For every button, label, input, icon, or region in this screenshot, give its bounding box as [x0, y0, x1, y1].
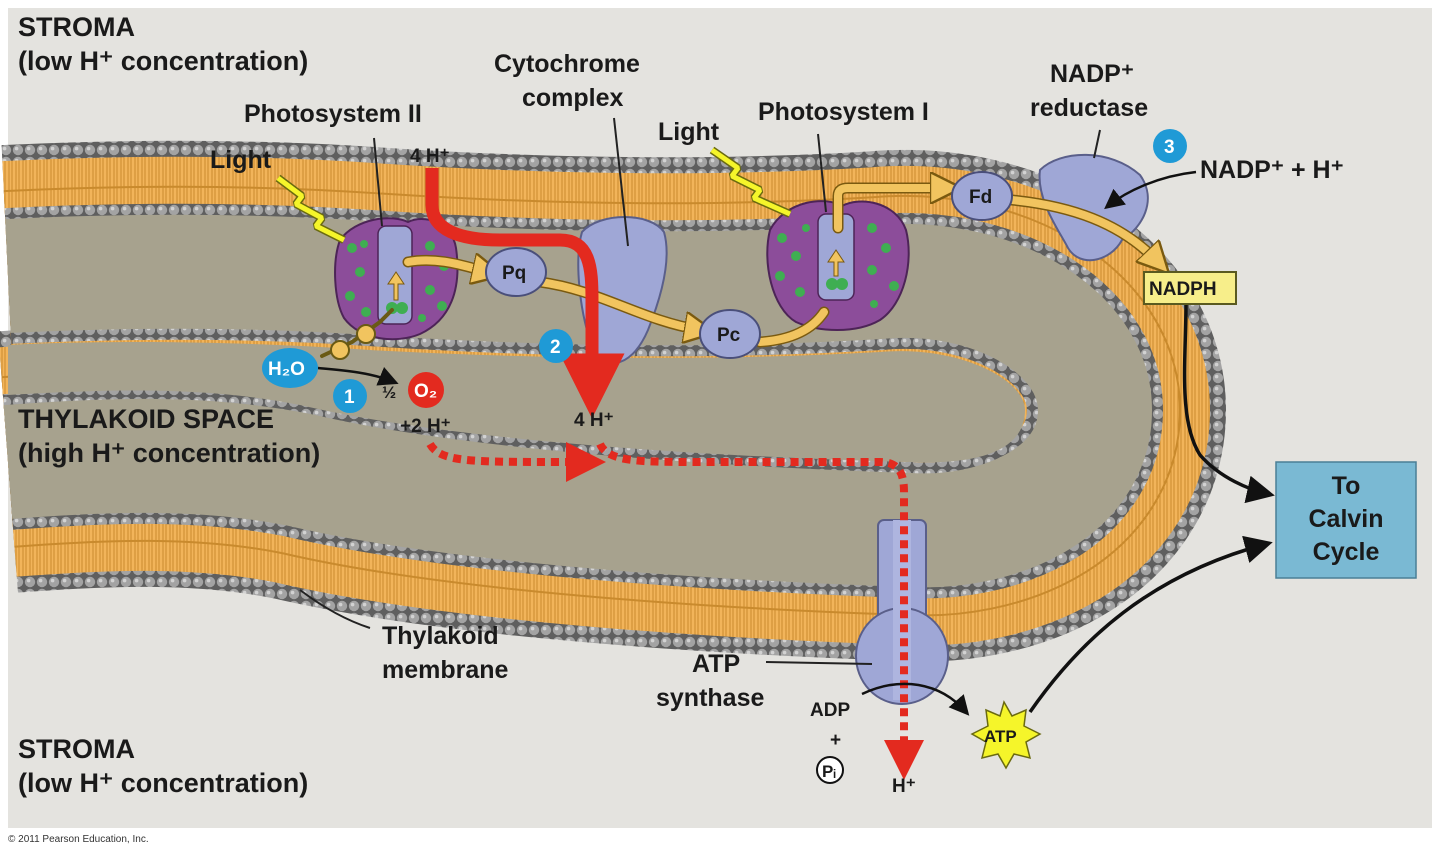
stroma-top-title: STROMA — [18, 12, 135, 42]
step-1-label: 1 — [344, 387, 355, 408]
four-h-mid-label: 4 H⁺ — [574, 410, 614, 431]
nadp-reductase-label-line1: NADP⁺ — [1050, 60, 1134, 88]
proton-pump-arrow — [425, 168, 625, 419]
atp-label: ATP — [984, 727, 1017, 746]
plastocyanin-carrier — [699, 309, 761, 359]
proton-flow-dotted-2 — [596, 441, 924, 780]
plus-label: + — [830, 730, 841, 751]
nadp-plus-h-label: NADP⁺ + H⁺ — [1200, 156, 1344, 184]
ferredoxin-carrier — [951, 171, 1013, 221]
photosystem-ii-label: Photosystem II — [244, 100, 422, 128]
thylakoid-membrane-label-line1: Thylakoid — [382, 622, 499, 650]
step-2-label: 2 — [550, 337, 561, 358]
cytochrome-label-line2: complex — [522, 84, 624, 112]
proton-flow-dotted-1 — [426, 441, 606, 482]
stroma-bottom-title: STROMA — [18, 734, 135, 764]
atp-synthase-label-line2: synthase — [656, 684, 764, 712]
cytochrome-label-line1: Cytochrome — [494, 50, 640, 78]
atp-starburst — [970, 700, 1042, 770]
stroma-top-subtitle: (low H⁺ concentration) — [18, 46, 308, 76]
pi-label: Pᵢ — [822, 762, 836, 781]
copyright-notice: © 2011 Pearson Education, Inc. — [8, 834, 149, 845]
half-label: ½ — [382, 383, 396, 402]
adp-label: ADP — [810, 700, 850, 721]
calvin-label-line3: Cycle — [1313, 538, 1380, 566]
h2o-label: H₂O — [268, 359, 305, 380]
oxygen-molecule — [408, 372, 444, 408]
atp-synthase-label-line1: ATP — [692, 650, 740, 678]
pc-label: Pc — [717, 325, 741, 346]
atp-to-calvin-arrow — [1028, 535, 1273, 713]
calvin-cycle-box — [1275, 461, 1417, 579]
photosystem-i — [766, 200, 910, 331]
phosphate-circle — [816, 756, 844, 784]
step-3-marker — [1153, 129, 1187, 163]
adp-to-atp-arrow — [861, 682, 970, 716]
four-h-top-label: 4 H⁺ — [410, 146, 450, 167]
electron-flow — [320, 188, 1158, 360]
nadph-to-calvin-arrow — [1182, 301, 1275, 504]
step-1-marker — [333, 379, 367, 413]
light-label-2: Light — [658, 118, 720, 146]
h-plus-out-label: H⁺ — [892, 776, 916, 797]
thylakoid-space-subtitle: (high H⁺ concentration) — [18, 438, 320, 468]
step-2-marker — [539, 329, 573, 363]
photosystem-i-label: Photosystem I — [758, 98, 929, 126]
calvin-label-line1: To — [1332, 472, 1361, 500]
water-molecule — [262, 348, 318, 388]
calvin-label-line2: Calvin — [1308, 505, 1383, 533]
fd-label: Fd — [969, 187, 992, 208]
plus-2h-label: +2 H⁺ — [400, 416, 451, 437]
thylakoid-space-title: THYLAKOID SPACE — [18, 404, 274, 434]
nadp-reductase-label-line2: reductase — [1030, 94, 1148, 122]
photosystem-ii — [334, 217, 459, 341]
o2-label: O₂ — [414, 381, 437, 402]
leader-lines — [299, 117, 1101, 665]
nadph-label: NADPH — [1149, 279, 1217, 300]
step-3-label: 3 — [1164, 137, 1175, 158]
cytochrome-complex — [577, 216, 668, 364]
plastoquinone-carrier — [485, 247, 547, 297]
light-label-1: Light — [210, 146, 272, 174]
thylakoid-membrane-label-line2: membrane — [382, 656, 509, 684]
thylakoid-space-lumen — [8, 342, 1025, 463]
pq-label: Pq — [502, 263, 526, 284]
nadp-to-reductase-arrow — [1104, 170, 1197, 210]
water-split-arrow — [317, 366, 399, 386]
nadph-box — [1143, 271, 1237, 305]
stroma-bottom-subtitle: (low H⁺ concentration) — [18, 768, 308, 798]
